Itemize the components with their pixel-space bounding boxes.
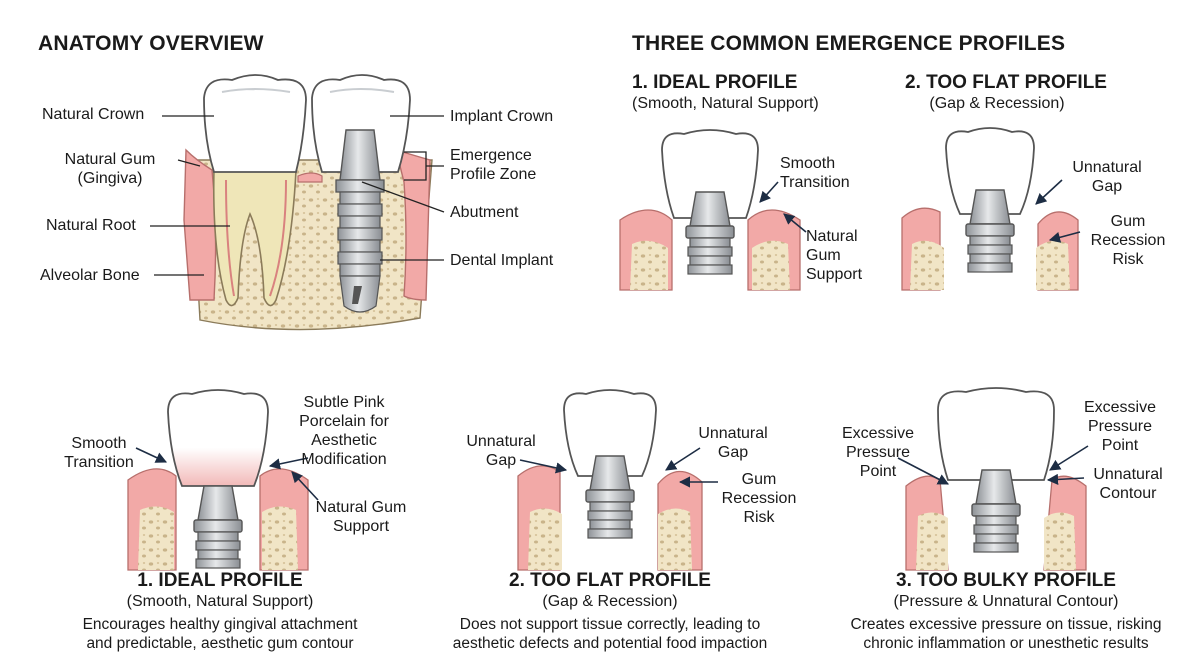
bottom-ideal-label-pink-porcelain: Subtle Pink Porcelain for Aesthetic Modi… [299, 394, 389, 468]
bottom-flat-label-recession: Gum Recession Risk [721, 471, 797, 526]
top-profile-1-subheading: (Smooth, Natural Support) [632, 95, 819, 112]
top-flat-label-gap: Unnatural Gap [1072, 159, 1142, 195]
bottom-1-subheading: (Smooth, Natural Support) [126, 593, 314, 610]
top-profile-2-subheading: (Gap & Recession) [929, 95, 1065, 112]
bottom-2-description: Does not support tissue correctly, leadi… [452, 616, 768, 652]
bottom-3-description: Creates excessive pressure on tissue, ri… [850, 616, 1162, 652]
bottom-1-heading: 1. IDEAL PROFILE [137, 570, 303, 591]
label-abutment: Abutment [450, 204, 519, 221]
bottom-2-heading: 2. TOO FLAT PROFILE [509, 570, 711, 591]
bottom-flat-label-gap-right: Unnatural Gap [698, 425, 768, 461]
label-emergence-zone: Emergence Profile Zone [450, 147, 537, 183]
top-profile-2-heading: 2. TOO FLAT PROFILE [905, 72, 1107, 93]
label-natural-root: Natural Root [46, 217, 136, 234]
bottom-bulky-label-pressure-left: Excessive Pressure Point [841, 425, 915, 480]
label-natural-crown: Natural Crown [42, 106, 145, 123]
bottom-1-description: Encourages healthy gingival attachment a… [82, 616, 358, 652]
top-ideal-label-smooth: Smooth Transition [780, 155, 850, 191]
annotation-arrows [135, 179, 1089, 501]
anatomy-illustration [150, 74, 445, 331]
top-flat-label-recession: Gum Recession Risk [1090, 213, 1166, 268]
label-alveolar-bone: Alveolar Bone [40, 267, 140, 284]
bottom-bulky-label-pressure-right: Excessive Pressure Point [1083, 399, 1157, 454]
bottom-3-heading: 3. TOO BULKY PROFILE [896, 570, 1116, 591]
profiles-section-title: THREE COMMON EMERGENCE PROFILES [632, 32, 1066, 55]
bottom-profile-bulky-illustration [905, 387, 1087, 571]
bottom-ideal-label-smooth: Smooth Transition [64, 435, 134, 471]
bottom-profile-ideal-illustration [127, 389, 309, 571]
label-implant-crown: Implant Crown [450, 108, 554, 125]
label-natural-gum: Natural Gum (Gingiva) [64, 151, 156, 187]
top-profile-1-heading: 1. IDEAL PROFILE [632, 72, 798, 93]
top-profile-ideal-illustration [619, 129, 801, 291]
bottom-flat-label-gap-left: Unnatural Gap [466, 433, 536, 469]
bottom-3-subheading: (Pressure & Unnatural Contour) [893, 593, 1119, 610]
top-profile-flat-illustration [901, 127, 1079, 291]
label-dental-implant: Dental Implant [450, 252, 554, 269]
top-ideal-label-gum-support: Natural Gum Support [806, 228, 863, 283]
bottom-2-subheading: (Gap & Recession) [542, 593, 678, 610]
anatomy-title: ANATOMY OVERVIEW [38, 32, 264, 55]
bottom-profile-flat-illustration [517, 389, 703, 571]
bottom-ideal-label-gum-support: Natural Gum Support [315, 499, 407, 535]
bottom-bulky-label-contour: Unnatural Contour [1093, 466, 1163, 502]
